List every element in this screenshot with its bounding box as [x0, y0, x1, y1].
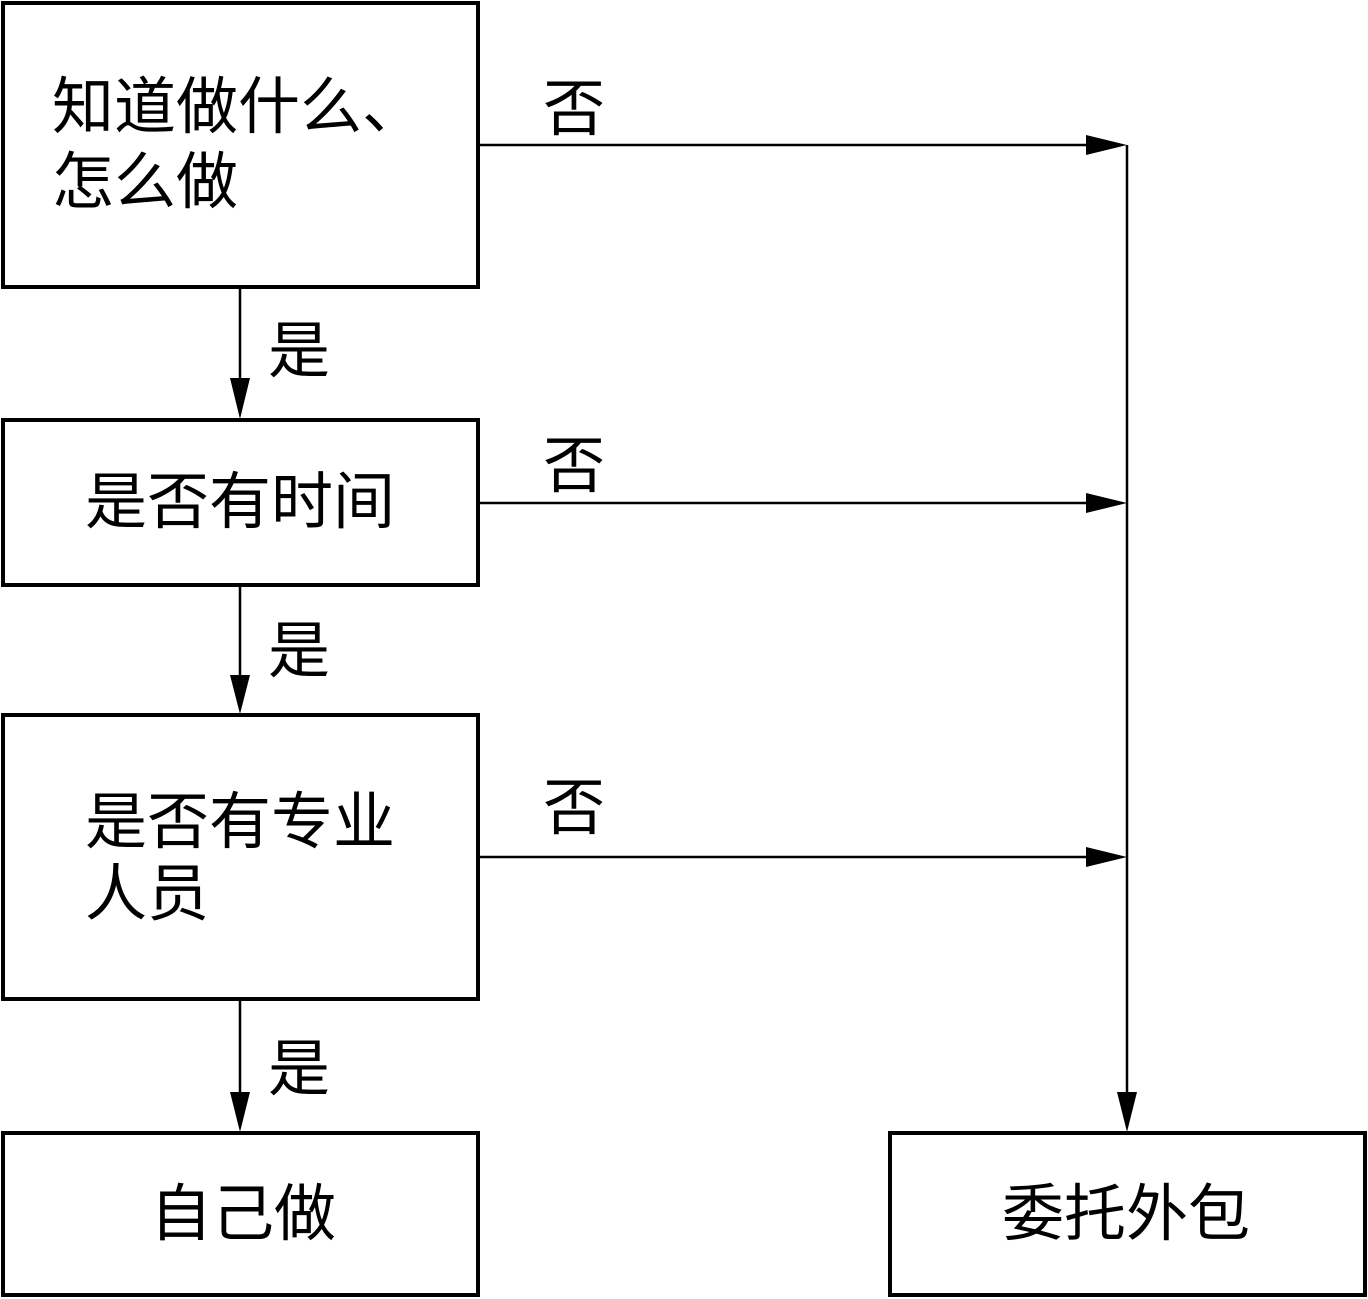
edge-label-no-2: 否 — [543, 429, 605, 502]
edge-label-no-3: 否 — [543, 771, 605, 844]
edge-label-yes-1: 是 — [268, 314, 330, 387]
node-know-what-how-line1: 知道做什么、 — [52, 70, 424, 143]
node-have-time: 是否有时间 — [1, 418, 480, 587]
node-have-staff: 是否有专业 人员 — [1, 713, 480, 1001]
edge-yes-2 — [230, 585, 250, 714]
node-do-it-yourself-line1: 自己做 — [150, 1177, 336, 1250]
node-know-what-how-line2: 怎么做 — [52, 145, 238, 218]
node-do-it-yourself: 自己做 — [1, 1131, 480, 1297]
node-know-what-how: 知道做什么、 怎么做 — [1, 1, 480, 289]
arrow-head-down — [230, 378, 250, 419]
arrow-head-right — [1086, 135, 1127, 155]
node-have-time-line1: 是否有时间 — [85, 465, 395, 538]
node-outsource: 委托外包 — [888, 1131, 1367, 1297]
edge-trunk-to-outsource — [1117, 145, 1137, 1132]
edge-no-1 — [478, 135, 1127, 155]
edge-label-no-1: 否 — [543, 72, 605, 145]
arrow-head-down — [230, 1092, 250, 1132]
arrow-head-right — [1086, 493, 1127, 513]
edge-label-yes-3: 是 — [268, 1032, 330, 1105]
arrow-head-down — [1117, 1092, 1137, 1132]
node-have-staff-line1: 是否有专业 — [85, 785, 395, 858]
arrow-head-down — [230, 675, 250, 714]
edge-yes-3 — [230, 999, 250, 1132]
edge-no-3 — [478, 847, 1127, 867]
edge-yes-1 — [230, 287, 250, 419]
edge-label-yes-2: 是 — [268, 614, 330, 687]
node-have-staff-line2: 人员 — [85, 857, 209, 930]
node-outsource-line1: 委托外包 — [1002, 1177, 1250, 1250]
arrow-head-right — [1086, 847, 1127, 867]
edge-no-2 — [478, 493, 1127, 513]
